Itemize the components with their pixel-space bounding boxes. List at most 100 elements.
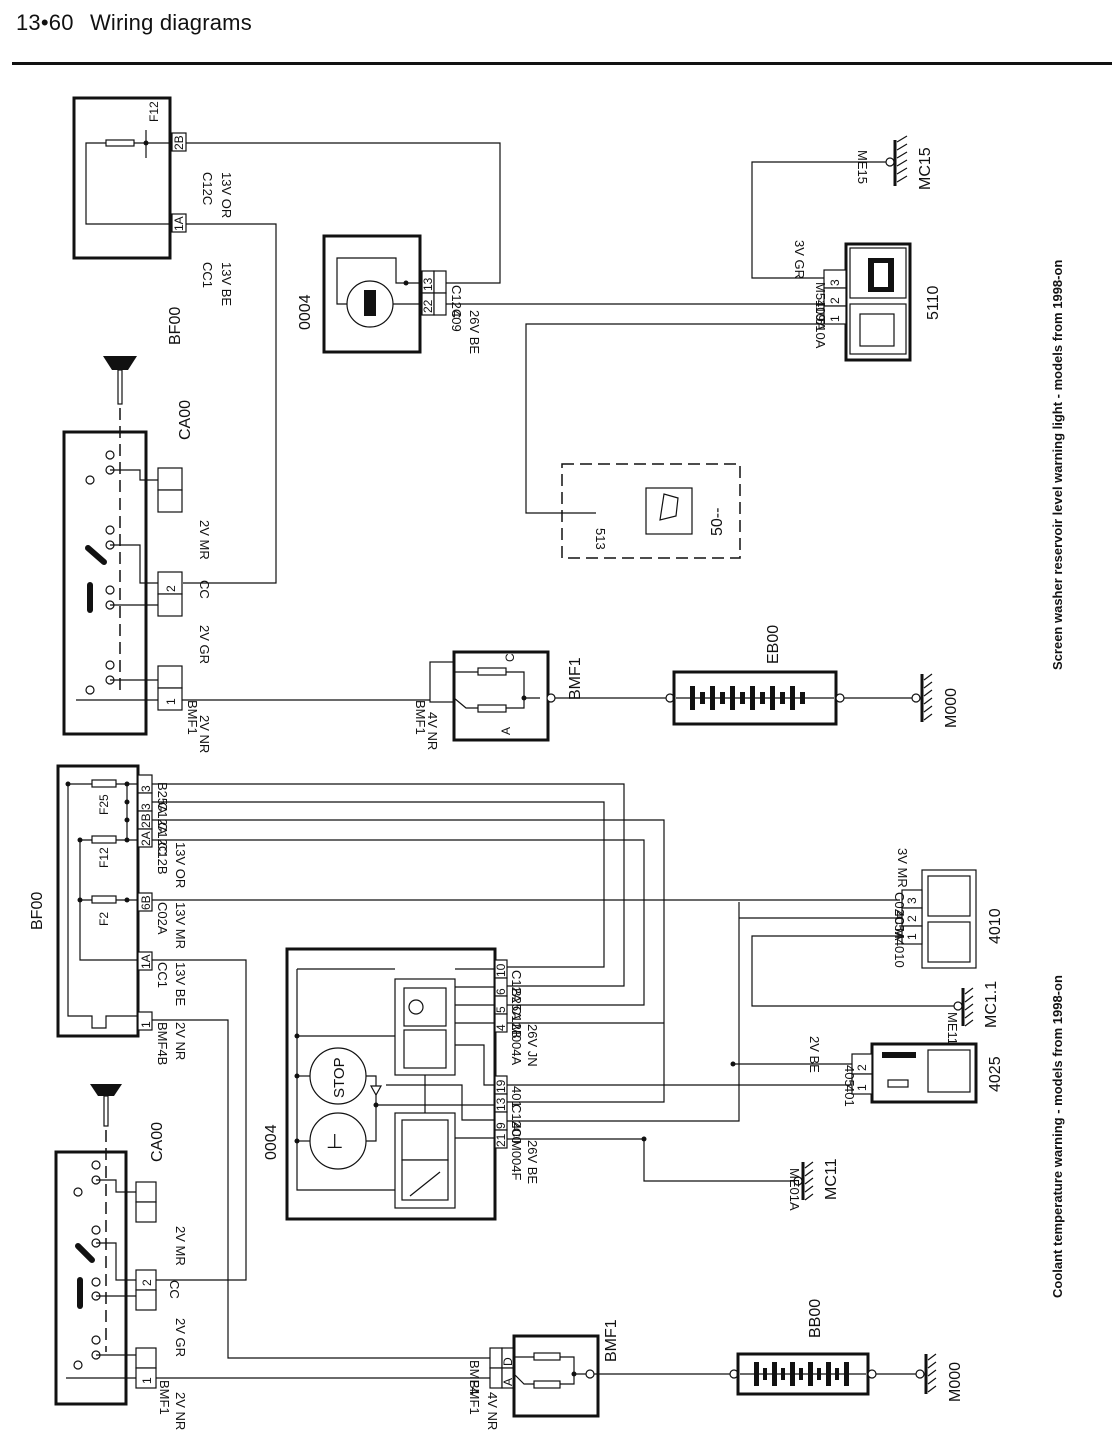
- svg-text:2V NR: 2V NR: [173, 1392, 188, 1430]
- svg-text:D: D: [501, 1357, 515, 1366]
- key-icon: [103, 356, 137, 405]
- instrument-panel-0004: 13 22 0004: [297, 234, 447, 354]
- svg-text:510A: 510A: [813, 318, 828, 349]
- svg-text:401: 401: [509, 1086, 524, 1108]
- svg-text:C12B: C12B: [155, 842, 170, 875]
- svg-text:3: 3: [828, 279, 842, 286]
- earth-mc11: ME01A MC11: [787, 1158, 840, 1211]
- diagram-coolant: 3 3 2B 2A 6B 1A 1 F25 F12 F2 BF00 B25A C…: [29, 764, 1004, 1430]
- diagram-screen-washer: 2B 1A F12 BF00 C12C 13V OR CC1 13V BE 13…: [62, 96, 960, 753]
- svg-text:3: 3: [139, 785, 153, 792]
- svg-text:C12A: C12A: [155, 802, 170, 835]
- svg-text:3: 3: [905, 897, 919, 904]
- svg-text:1: 1: [828, 315, 842, 322]
- svg-text:13V OR: 13V OR: [173, 842, 188, 888]
- svg-text:BF00: BF00: [29, 892, 46, 930]
- svg-text:2V MR: 2V MR: [197, 520, 212, 560]
- svg-text:C02C: C02C: [892, 892, 907, 925]
- svg-text:1: 1: [164, 698, 178, 705]
- header-rule: [12, 62, 1112, 65]
- battery-eb00: EB00: [665, 625, 845, 726]
- svg-text:M5110: M5110: [813, 282, 828, 321]
- fuse-f12-label: F12: [147, 101, 161, 122]
- svg-text:1: 1: [139, 1021, 153, 1028]
- svg-text:CA00: CA00: [149, 1122, 166, 1162]
- svg-text:1: 1: [140, 1377, 154, 1384]
- svg-text:4025: 4025: [987, 1056, 1004, 1092]
- svg-text:22: 22: [421, 299, 435, 313]
- svg-text:21: 21: [494, 1133, 508, 1147]
- svg-text:50--: 50--: [709, 508, 726, 536]
- earth-mc15: ME15 MC15: [855, 135, 934, 190]
- svg-text:C12C: C12C: [449, 285, 464, 318]
- svg-text:CC1: CC1: [155, 962, 170, 988]
- fusebox-bf00-coolant: 3 3 2B 2A 6B 1A 1 F25 F12 F2 BF00: [29, 764, 153, 1038]
- svg-text:513: 513: [593, 528, 608, 550]
- svg-text:26V BE: 26V BE: [467, 310, 482, 354]
- svg-text:M004F: M004F: [509, 1140, 524, 1181]
- svg-text:401: 401: [842, 1085, 857, 1107]
- level-sensor-label: 5110: [925, 285, 942, 320]
- wire-c12c: [186, 142, 501, 284]
- svg-text:STOP: STOP: [331, 1057, 348, 1098]
- wire-label-cc1: CC1: [200, 262, 215, 288]
- svg-text:ME15: ME15: [855, 150, 870, 184]
- svg-text:C02A: C02A: [155, 902, 170, 935]
- wire-cc1: [183, 223, 277, 584]
- svg-text:13V MR: 13V MR: [173, 902, 188, 949]
- svg-text:2V GR: 2V GR: [173, 1318, 188, 1357]
- wiper-icon: [659, 493, 679, 521]
- fusebox-bf00: 2B 1A F12 BF00: [72, 96, 187, 345]
- svg-text:A: A: [501, 1378, 515, 1386]
- svg-text:BMF4B: BMF4B: [155, 1022, 170, 1065]
- svg-text:2V NR: 2V NR: [197, 715, 212, 753]
- svg-text:26V JN: 26V JN: [525, 1024, 540, 1067]
- level-sensor-4010: 3 2 1 4010: [901, 869, 1004, 969]
- svg-text:C12C: C12C: [155, 822, 170, 855]
- svg-text:B25A: B25A: [155, 782, 170, 814]
- svg-text:5: 5: [494, 1006, 508, 1013]
- battery-bb00: BB00: [729, 1299, 877, 1396]
- svg-text:M4010: M4010: [892, 928, 907, 968]
- svg-text:1: 1: [905, 933, 919, 940]
- svg-text:ME01A: ME01A: [787, 1168, 802, 1211]
- svg-text:4V NR: 4V NR: [425, 712, 440, 750]
- wire-label-13v-be: 13V BE: [219, 262, 234, 306]
- temp-sensor-4025: 2 1 4025: [851, 1042, 1004, 1104]
- svg-text:6: 6: [494, 988, 508, 995]
- svg-text:BMF1: BMF1: [567, 657, 584, 700]
- svg-text:4010: 4010: [987, 908, 1004, 944]
- svg-text:10: 10: [494, 963, 508, 977]
- svg-text:400: 400: [509, 1122, 524, 1144]
- battery-icon: [690, 686, 805, 710]
- svg-text:C12B: C12B: [509, 1006, 524, 1039]
- svg-text:2V GR: 2V GR: [197, 625, 212, 664]
- svg-text:C: C: [503, 653, 517, 662]
- svg-text:1: 1: [855, 1084, 869, 1091]
- level-sensor-5110: 3 2 1 5110: [823, 242, 942, 362]
- svg-text:ME11: ME11: [945, 1012, 960, 1045]
- svg-text:19: 19: [494, 1079, 508, 1093]
- svg-text:2: 2: [828, 297, 842, 304]
- pin-1a: 1A: [172, 216, 186, 231]
- svg-text:M004A: M004A: [509, 1024, 524, 1066]
- svg-text:13: 13: [494, 1097, 508, 1111]
- chip-icon: [403, 1029, 447, 1069]
- svg-text:C12A: C12A: [509, 970, 524, 1003]
- svg-text:BB00: BB00: [807, 1299, 824, 1338]
- svg-text:BMF1: BMF1: [185, 700, 200, 735]
- earth-mc1-1: ME11 MC1.1: [945, 981, 1000, 1045]
- svg-text:2V BE: 2V BE: [807, 1036, 822, 1073]
- svg-text:4V NR: 4V NR: [485, 1392, 500, 1430]
- earth-m000-coolant: M000: [915, 1353, 964, 1402]
- svg-text:F25: F25: [97, 794, 111, 815]
- svg-text:409: 409: [449, 310, 464, 332]
- svg-text:1A: 1A: [139, 954, 153, 969]
- svg-text:2V NR: 2V NR: [173, 1022, 188, 1060]
- svg-text:13: 13: [421, 277, 435, 291]
- wire-label-13v-or: 13V OR: [219, 172, 234, 218]
- fusebox-label: BF00: [167, 307, 184, 345]
- wire-label-c12c: C12C: [200, 172, 215, 205]
- svg-text:409A: 409A: [813, 300, 828, 331]
